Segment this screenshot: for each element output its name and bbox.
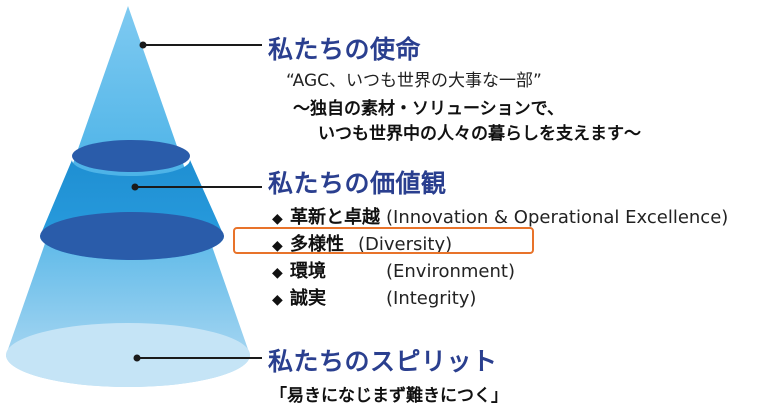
value-item-environment: ◆ 環境 (Environment)	[272, 257, 515, 283]
mission-quote: “AGC、いつも世界の大事な一部”	[286, 71, 542, 91]
value-item-jp: 環境	[290, 261, 326, 282]
connector-dot-values	[131, 183, 139, 191]
value-item-en: (Innovation & Operational Excellence)	[386, 207, 729, 228]
value-item-integrity: ◆ 誠実 (Integrity)	[272, 284, 476, 310]
connector-dot-mission	[139, 41, 147, 49]
mission-heading: 私たちの使命	[268, 35, 422, 64]
values-heading: 私たちの価値観	[268, 169, 447, 198]
cone-ring-lower	[40, 212, 224, 260]
value-item-en: (Diversity)	[358, 234, 453, 255]
spirit-heading: 私たちのスピリット	[268, 347, 498, 376]
value-item-diversity: ◆ 多様性 (Diversity)	[272, 230, 452, 256]
mission-line-1: 〜独自の素材・ソリューションで、	[293, 99, 564, 119]
diamond-bullet-icon: ◆	[272, 211, 283, 227]
value-item-jp: 革新と卓越	[290, 207, 380, 228]
diversity-highlight-box	[233, 227, 534, 254]
value-item-en: (Integrity)	[386, 288, 477, 309]
value-item-innovation: ◆ 革新と卓越 (Innovation & Operational Excellen…	[272, 203, 728, 229]
diamond-bullet-icon: ◆	[272, 292, 283, 308]
cone-ring-upper	[72, 140, 190, 172]
diamond-bullet-icon: ◆	[272, 238, 283, 254]
connector-dot-spirit	[133, 354, 141, 362]
value-item-jp: 多様性	[290, 234, 344, 255]
cone-base	[6, 323, 250, 387]
spirit-slogan: 「易きになじまず難きにつく」	[270, 386, 508, 406]
mission-line-2: いつも世界中の人々の暮らしを支えます〜	[318, 124, 641, 144]
diamond-bullet-icon: ◆	[272, 265, 283, 281]
value-item-en: (Environment)	[386, 261, 515, 282]
value-item-jp: 誠実	[290, 288, 326, 309]
